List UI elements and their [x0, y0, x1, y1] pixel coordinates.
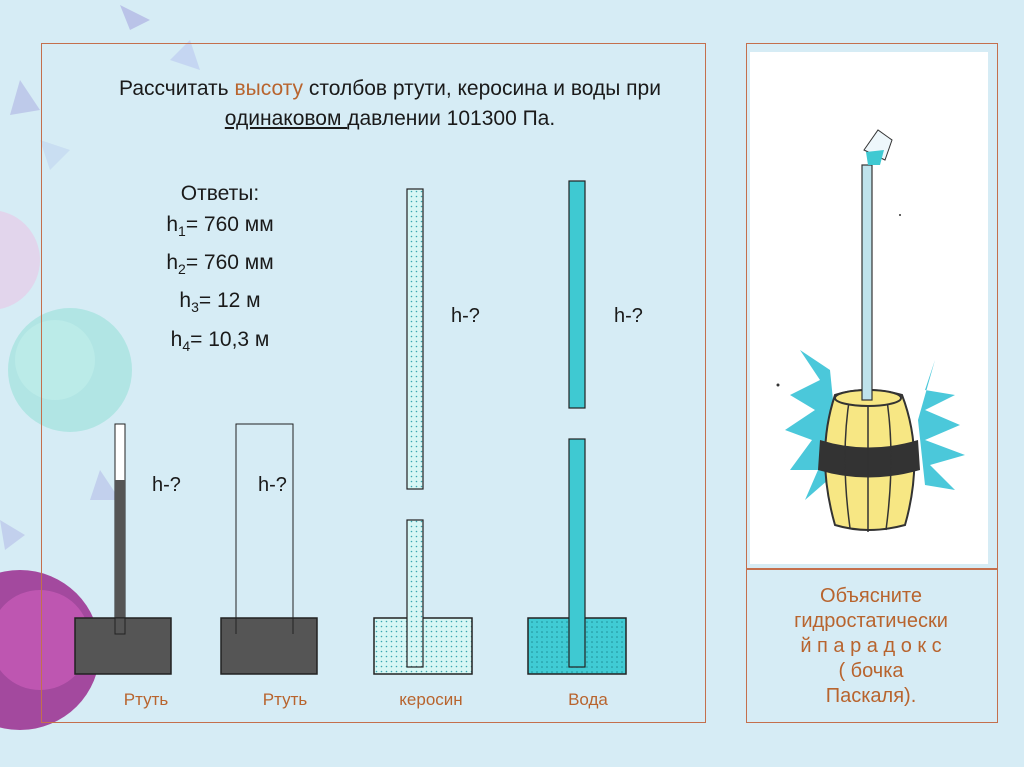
answers-title: Ответы: — [180, 182, 260, 205]
mercury-tube-2 — [220, 423, 318, 675]
right-frame — [746, 43, 998, 723]
h-question-water: h-? — [614, 305, 643, 327]
paradox-line-2: гидростатически — [794, 610, 948, 632]
task-part2: столбов ртути, керосина и воды при — [303, 77, 661, 100]
right-divider — [746, 568, 998, 570]
label-mercury-1: Ртуть — [123, 690, 169, 709]
h-question-kerosene: h-? — [451, 305, 480, 327]
label-water: Вода — [568, 690, 608, 709]
h-question-mercury-1: h-? — [152, 474, 181, 496]
paradox-question: Объясните гидростатически й п а р а д о … — [752, 584, 990, 709]
task-underlined: одинаковом — [224, 107, 348, 130]
mercury-tube-1 — [74, 423, 172, 675]
paradox-line-5: Паскаля). — [825, 685, 917, 707]
task-part1: Рассчитать — [119, 77, 235, 100]
answer-2: h2= 760 мм — [166, 251, 274, 278]
h-question-mercury-2: h-? — [258, 474, 287, 496]
label-kerosene: керосин — [399, 690, 463, 709]
task-text: Рассчитать высоту столбов ртути, керосин… — [80, 74, 700, 134]
water-tube — [527, 180, 627, 675]
paradox-line-4: ( бочка — [838, 660, 904, 682]
task-highlight: высоту — [234, 77, 304, 100]
paradox-line-3: й п а р а д о к с — [800, 635, 942, 657]
main-frame — [41, 43, 706, 723]
answer-1: h1= 760 мм — [166, 213, 274, 240]
label-mercury-2: Ртуть — [262, 690, 308, 709]
task-part3: давлении 101300 Па. — [347, 107, 556, 130]
answer-4: h4= 10,3 м — [170, 327, 270, 354]
answer-3: h3= 12 м — [179, 289, 261, 316]
answers-block: Ответы: h1= 760 мм h2= 760 мм h3= 12 м h… — [110, 178, 330, 362]
paradox-line-1: Объясните — [820, 585, 922, 607]
kerosene-tube — [373, 188, 473, 675]
